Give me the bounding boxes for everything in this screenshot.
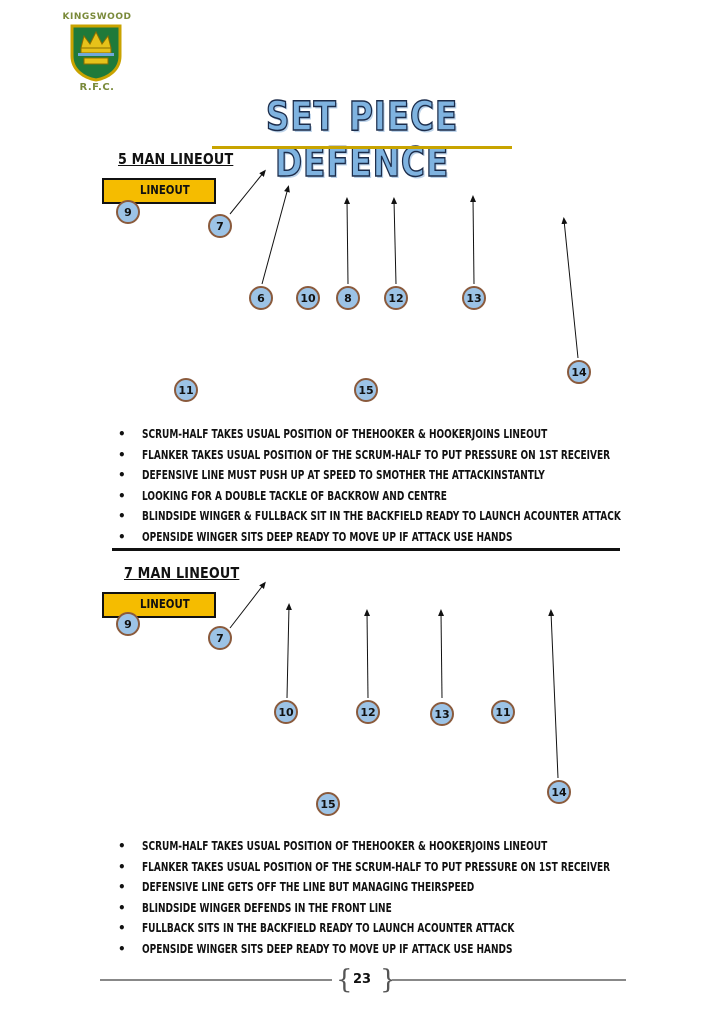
list-item: •DEFENSIVE LINE MUST PUSH UP AT SPEED TO… (118, 467, 545, 482)
list-item: •BLINDSIDE WINGER DEFENDS IN THE FRONT L… (118, 899, 392, 915)
player-15: 15 (316, 792, 340, 816)
page-number: 23 (352, 972, 372, 987)
club-name-bottom: R.F.C. (79, 82, 115, 93)
list-item: •SCRUM-HALF TAKES USUAL POSITION OF THEH… (118, 838, 548, 853)
player-7: 7 (208, 626, 232, 650)
player-11: 11 (491, 700, 515, 724)
club-name-top: KINGSWOOD (62, 12, 132, 22)
list-item: •FULLBACK SITS IN THE BACKFIELD READY TO… (118, 920, 515, 935)
player-13: 13 (462, 286, 486, 310)
section-heading-5-man: 5 MAN LINEOUT (118, 150, 234, 168)
section-heading-7-man: 7 MAN LINEOUT (124, 564, 240, 582)
player-10: 10 (274, 700, 298, 724)
player-13: 13 (430, 702, 454, 726)
player-14: 14 (547, 780, 571, 804)
player-14: 14 (567, 360, 591, 384)
player-6: 6 (249, 286, 273, 310)
player-12: 12 (356, 700, 380, 724)
player-7: 7 (208, 214, 232, 238)
bullet-list-5-man: •SCRUM-HALF TAKES USUAL POSITION OF THEH… (118, 424, 724, 547)
list-item: •OPENSIDE WINGER SITS DEEP READY TO MOVE… (118, 528, 513, 544)
list-item: •OPENSIDE WINGER SITS DEEP READY TO MOVE… (118, 940, 513, 956)
crown-crest-icon (66, 22, 126, 82)
list-item: •LOOKING FOR A DOUBLE TACKLE OF BACKROW … (118, 487, 447, 503)
footer-rule-left (100, 979, 332, 981)
bullet-list-7-man: •SCRUM-HALF TAKES USUAL POSITION OF THEH… (118, 836, 724, 959)
player-12: 12 (384, 286, 408, 310)
title-underline (212, 146, 512, 149)
list-item: •DEFENSIVE LINE GETS OFF THE LINE BUT MA… (118, 879, 475, 894)
lineout-box (102, 178, 216, 204)
player-11: 11 (174, 378, 198, 402)
player-8: 8 (336, 286, 360, 310)
lineout-label: LINEOUT (140, 597, 190, 611)
lineout-label: LINEOUT (140, 183, 190, 197)
section-divider (112, 548, 620, 551)
list-item: •SCRUM-HALF TAKES USUAL POSITION OF THEH… (118, 426, 548, 441)
list-item: •FLANKER TAKES USUAL POSITION OF THE SCR… (118, 446, 611, 462)
footer-rule-right (392, 979, 626, 981)
player-9: 9 (116, 612, 140, 636)
list-item: •BLINDSIDE WINGER & FULLBACK SIT IN THE … (118, 508, 621, 523)
player-10: 10 (296, 286, 320, 310)
right-bracket-icon: } (380, 965, 397, 995)
list-item: •FLANKER TAKES USUAL POSITION OF THE SCR… (118, 858, 611, 874)
player-9: 9 (116, 200, 140, 224)
player-15: 15 (354, 378, 378, 402)
